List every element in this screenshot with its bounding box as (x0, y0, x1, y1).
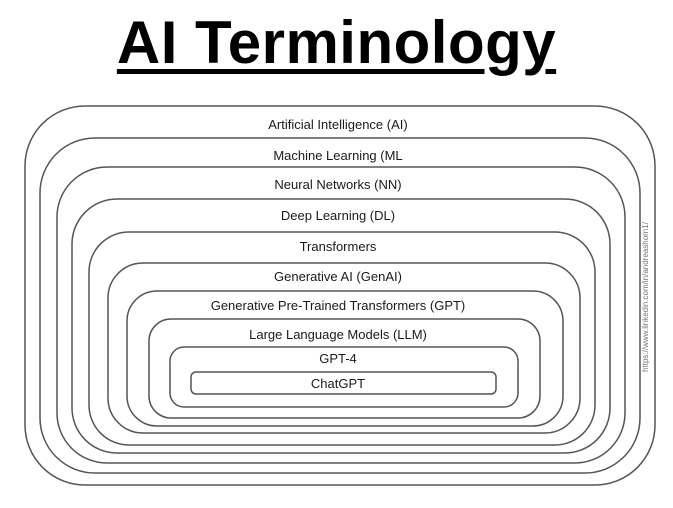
layer-box-10 (190, 371, 497, 395)
layer-label: ChatGPT (311, 376, 365, 391)
layer-box-1 (24, 105, 656, 486)
layer-label: Deep Learning (DL) (281, 208, 395, 223)
layer-box-7 (126, 290, 564, 427)
layer-box-5 (88, 231, 596, 446)
layer-box-3 (56, 166, 626, 464)
source-url: https://www.linkedin.com/in/andreashorn1… (641, 221, 650, 372)
layer-label: Machine Learning (ML (273, 148, 402, 163)
layer-label: GPT-4 (319, 351, 357, 366)
layer-label: Artificial Intelligence (AI) (268, 117, 407, 132)
diagram-title: AI Terminology (116, 9, 557, 76)
layer-box-4 (71, 198, 611, 454)
layer-box-6 (107, 262, 581, 434)
layer-box-9 (169, 346, 519, 408)
layer-box-8 (148, 318, 541, 419)
layer-label: Generative Pre-Trained Transformers (GPT… (211, 298, 466, 313)
layer-label: Neural Networks (NN) (274, 177, 401, 192)
layer-label: Large Language Models (LLM) (249, 327, 427, 342)
layer-box-2 (39, 137, 641, 474)
layer-label: Transformers (300, 239, 377, 254)
layer-label: Generative AI (GenAI) (274, 269, 402, 284)
